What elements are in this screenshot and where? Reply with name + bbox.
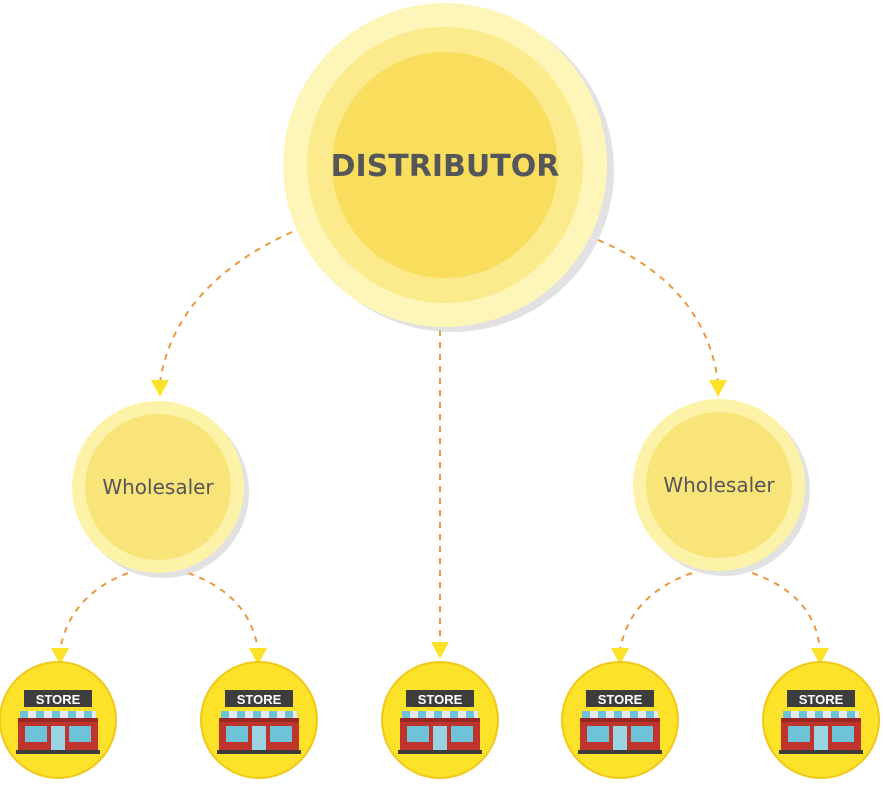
connector-wholesaler-left-to-store-1 [59, 572, 129, 651]
store-icon: STORE [217, 690, 301, 754]
connectors [59, 231, 821, 651]
store-icon: STORE [16, 690, 100, 754]
connector-wholesaler-left-to-store-2 [187, 572, 259, 651]
store-node-1: STORE [0, 661, 117, 779]
store-node-2: STORE [200, 661, 318, 779]
store-icon: STORE [779, 690, 863, 754]
store-label-1: STORE [36, 692, 81, 707]
store-label-5: STORE [799, 692, 844, 707]
store-icon: STORE [398, 690, 482, 754]
store-icon: STORE [578, 690, 662, 754]
store-label-2: STORE [237, 692, 282, 707]
store-label-4: STORE [598, 692, 643, 707]
wholesaler-right-label: Wholesaler [663, 473, 775, 497]
connector-distributor-to-wholesaler-left [159, 231, 293, 383]
arrow-heads [51, 380, 829, 665]
wholesaler-left-label: Wholesaler [102, 475, 214, 499]
store-node-5: STORE [762, 661, 880, 779]
arrow-head-store-5 [811, 648, 829, 665]
arrow-head-wholesaler-left [151, 380, 169, 397]
arrow-head-store-3 [431, 642, 449, 659]
store-node-3: STORE [381, 661, 499, 779]
connector-distributor-to-wholesaler-right [597, 239, 719, 383]
wholesaler-left-circle-inner [85, 414, 231, 560]
arrow-head-store-1 [51, 648, 69, 665]
wholesaler-right-circle-inner [646, 412, 792, 558]
distributor-label: DISTRIBUTOR [331, 149, 560, 184]
distributor-circle-inner [332, 52, 558, 278]
connector-wholesaler-right-to-store-5 [751, 572, 821, 651]
store-node-4: STORE [561, 661, 679, 779]
store-label-3: STORE [418, 692, 463, 707]
arrow-head-store-4 [611, 648, 629, 665]
arrow-head-store-2 [249, 648, 267, 665]
distributor-node: DISTRIBUTOR [283, 3, 614, 332]
connector-wholesaler-right-to-store-4 [619, 572, 693, 651]
wholesaler-node-right: Wholesaler [633, 399, 810, 576]
wholesaler-node-left: Wholesaler [72, 401, 249, 578]
arrow-head-wholesaler-right [709, 380, 727, 397]
